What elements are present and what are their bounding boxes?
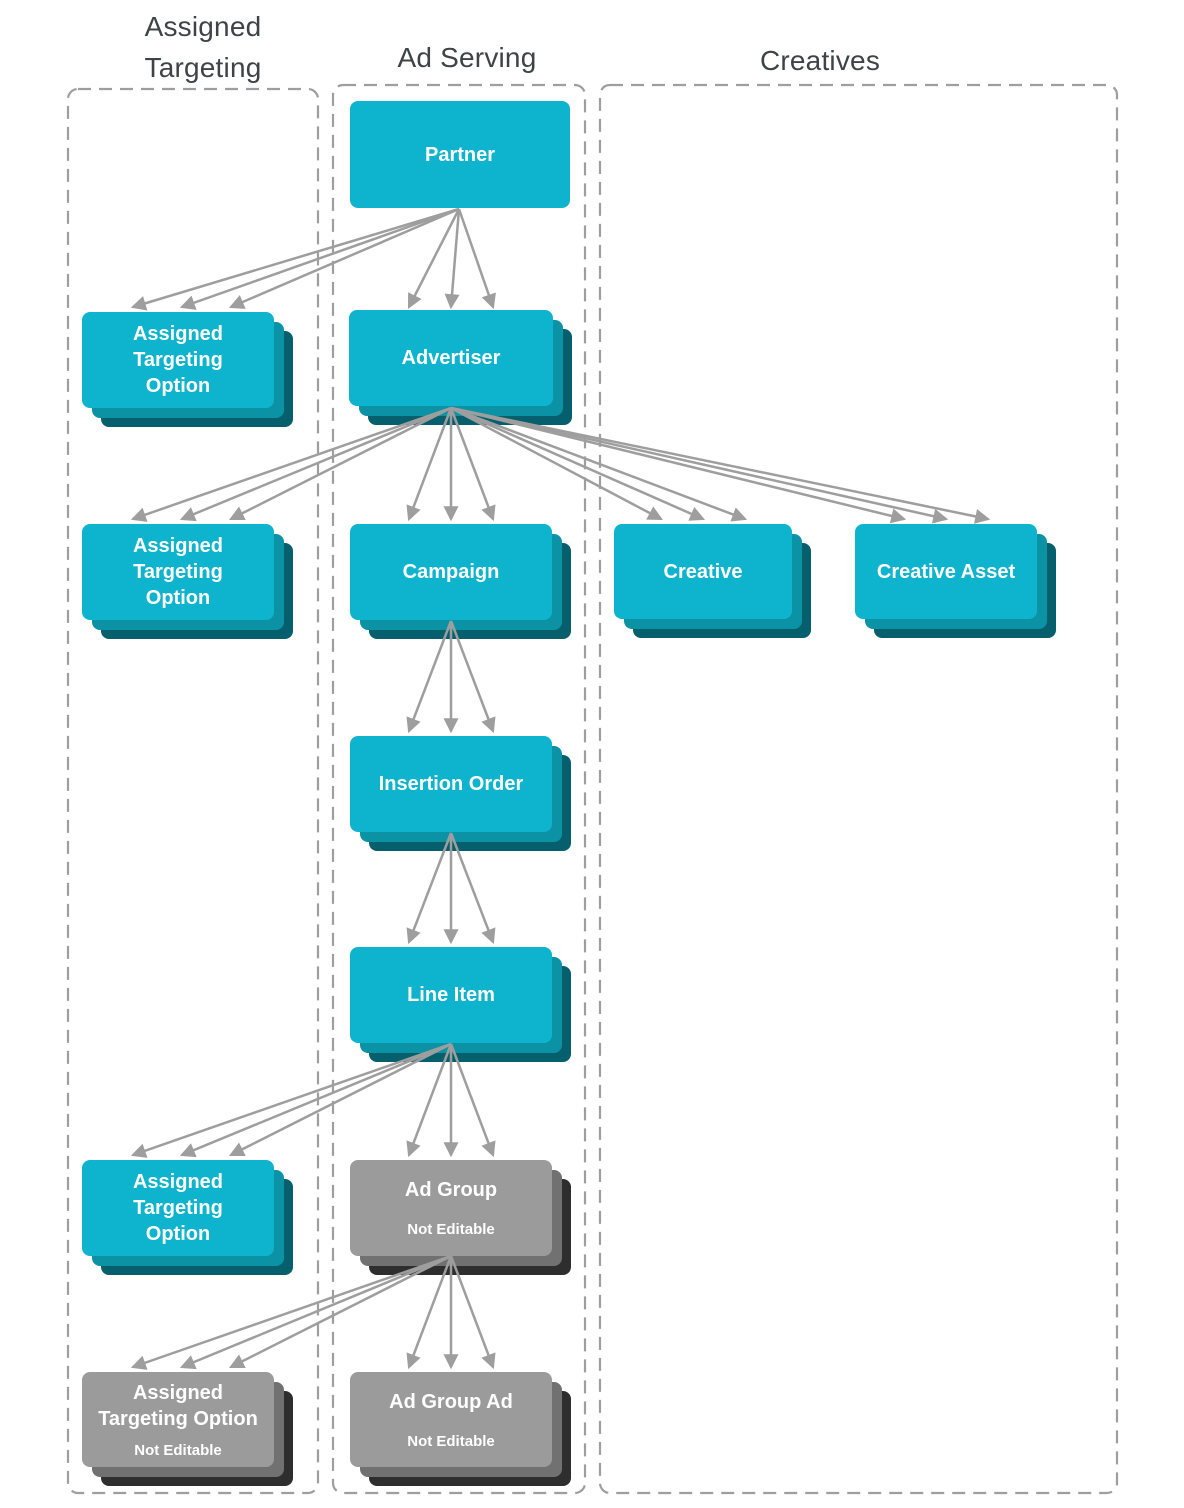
node-label: Ad Group Ad [389, 1390, 513, 1413]
node-partner: Partner [350, 101, 570, 208]
column-outline-assigned-targeting [66, 87, 320, 1495]
node-label: Campaign [402, 561, 500, 583]
node-label: Creative Asset [876, 560, 1016, 583]
node-assigned-targeting-option-3: Assigned Targeting Option [82, 1160, 293, 1275]
node-line-item: Line Item [350, 947, 571, 1062]
node-label: Ad Group [404, 1179, 498, 1201]
node-sublabel: Not Editable [407, 1432, 495, 1450]
column-title-ad-serving: Ad Serving [397, 42, 537, 73]
arrow-partner-to-assigned-targeting-option [130, 207, 460, 311]
column-title-assigned-targeting: Assigned Targeting [144, 11, 262, 83]
node-label: Advertiser [401, 347, 501, 369]
node-label: Line Item [407, 984, 495, 1006]
node-ad-group: Ad Group Not Editable [350, 1160, 571, 1275]
node-label: Assigned Targeting Option [132, 323, 224, 397]
node-campaign: Campaign [350, 524, 571, 639]
node-assigned-targeting-option-1: Assigned Targeting Option [82, 312, 293, 427]
arrow-partner-to-advertiser [407, 208, 496, 310]
node-assigned-targeting-option-2: Assigned Targeting Option [82, 524, 293, 639]
column-outline-creatives [598, 83, 1119, 1495]
node-creative: Creative [614, 524, 811, 638]
node-label: Assigned Targeting Option [132, 535, 224, 609]
node-label: Insertion Order [378, 773, 524, 795]
node-creative-asset: Creative Asset [855, 524, 1056, 638]
node-insertion-order: Insertion Order [350, 736, 571, 851]
node-label: Assigned Targeting Option [98, 1381, 258, 1430]
node-label: Assigned Targeting Option [132, 1171, 224, 1245]
column-title-creatives: Creatives [759, 45, 881, 76]
node-advertiser: Advertiser [349, 310, 572, 425]
node-label: Creative [663, 560, 743, 583]
node-sublabel: Not Editable [134, 1441, 222, 1459]
node-label: Partner [424, 143, 496, 166]
node-assigned-targeting-option-4: Assigned Targeting Option Not Editable [82, 1372, 293, 1486]
node-ad-group-ad: Ad Group Ad Not Editable [350, 1372, 571, 1486]
node-sublabel: Not Editable [407, 1221, 495, 1238]
